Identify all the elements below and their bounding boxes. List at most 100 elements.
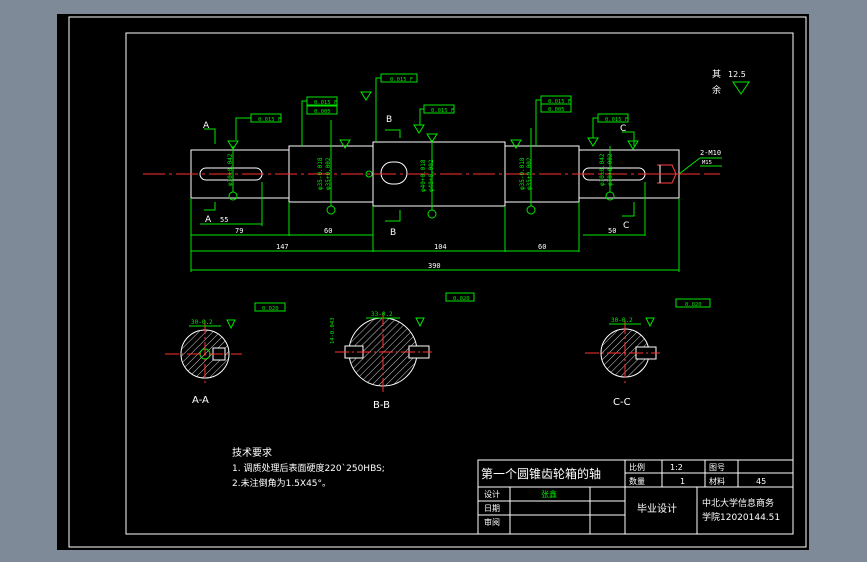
- section-view-a: 30-0.2 0.020 A-A: [165, 302, 286, 406]
- roughness-prefix: 其: [712, 69, 721, 80]
- roughness-suffix: 余: [712, 84, 721, 96]
- scale-label: 比例: [629, 462, 645, 472]
- cut-label-a-bottom: A: [205, 215, 212, 225]
- keyway-middle: [380, 161, 408, 185]
- section-c-title: C-C: [613, 397, 631, 408]
- leader-line: [235, 117, 251, 140]
- dim-60b: 60: [538, 243, 546, 251]
- tolerance-frame: [306, 105, 338, 115]
- dim-60a: 60: [324, 227, 332, 235]
- dim-55: 55: [220, 216, 228, 224]
- cut-label-c-bottom: C: [623, 221, 629, 231]
- dimension-values: 55 79 60 50 147 104 60 390 2-M10 M15: [220, 149, 721, 270]
- qty-label: 数量: [629, 476, 645, 486]
- school-line-1: 中北大学信息商务: [702, 497, 774, 509]
- roughness-symbol: [415, 317, 425, 328]
- roughness-value: 12.5: [728, 70, 746, 79]
- section-a-tol: 0.020: [262, 306, 279, 312]
- tolerance-value: 0.015 F: [258, 117, 281, 123]
- school-line-2: 学院12020144.51: [702, 511, 780, 523]
- diameter-label: φ35+0.002: [325, 157, 332, 190]
- diameter-label: φ40+0.002: [428, 159, 435, 192]
- section-cut-letters: A A B B C C: [203, 115, 629, 238]
- roughness-symbol: [510, 139, 522, 149]
- section-a-tol-frame: [254, 302, 286, 312]
- roughness-symbol: [339, 139, 351, 149]
- tolerance-value: 0.015 F: [314, 100, 337, 106]
- outer-border: [68, 16, 807, 548]
- leader-line: [375, 77, 381, 142]
- tolerance-value: 0.015 F: [431, 108, 454, 114]
- cut-label-b-top: B: [386, 115, 392, 125]
- section-b-key: 14-0.043: [330, 318, 336, 345]
- section-c-width: 30-0.2: [611, 317, 633, 324]
- leader-line: [592, 117, 598, 138]
- inner-border: [125, 32, 794, 535]
- cut-label-a-top: A: [203, 121, 210, 131]
- designer-name: 张鑫: [541, 489, 557, 499]
- tech-requirements: 技术要求 1. 调质处理后表面硬度220`250HBS; 2.未注倒角为1.5X…: [232, 446, 385, 489]
- roughness-symbol: [426, 133, 438, 143]
- diameter-label: φ30±0.042: [599, 153, 606, 186]
- dim-79: 79: [235, 227, 243, 235]
- tech-req-item-2: 2.未注倒角为1.5X45°。: [232, 477, 331, 489]
- center-hole-spec: 2-M10: [700, 149, 721, 157]
- diameter-label: φ30±0.042: [227, 153, 234, 186]
- diameter-label: φ40+0.018: [420, 159, 427, 192]
- roughness-symbol: [227, 140, 239, 150]
- project-label: 毕业设计: [637, 502, 677, 515]
- section-a-width: 30-0.2: [191, 319, 213, 326]
- section-cut-c-bottom: [622, 202, 635, 217]
- section-cut-b-bottom: [385, 210, 401, 222]
- leader-line: [535, 99, 541, 146]
- roughness-symbol: [360, 91, 372, 101]
- tolerance-texts: 0.015 F 0.015 F 0.005 0.015 F 0.015 F 0.…: [258, 77, 628, 123]
- drawing-no-label: 图号: [709, 463, 725, 472]
- material-value: 45: [756, 477, 766, 486]
- tolerance-value: 0.015 F: [548, 99, 571, 105]
- section-view-c: 30-0.2 0.020 C-C: [585, 298, 711, 408]
- tech-req-item-1: 1. 调质处理后表面硬度220`250HBS;: [232, 462, 385, 474]
- cut-label-c-top: C: [620, 124, 626, 134]
- roughness-symbol: [413, 124, 425, 134]
- section-b-width: 33-0.2: [371, 311, 393, 318]
- dim-50: 50: [608, 227, 616, 235]
- roughness-symbol: [627, 140, 639, 150]
- roughness-symbol: [226, 319, 236, 330]
- title-block: [477, 459, 794, 535]
- diameter-callouts: φ30±0.042 φ35-0.018 φ35+0.002 φ40+0.018 …: [227, 153, 614, 192]
- datum-marker: [365, 170, 373, 178]
- leader-line: [419, 108, 424, 125]
- hole-depth-spec: M15: [702, 160, 712, 166]
- tolerance-value: 0.005: [314, 109, 331, 115]
- tech-req-heading: 技术要求: [232, 446, 272, 459]
- title-block-texts: 第一个圆锥齿轮箱的轴 比例 1:2 图号 数量 1 材料 45 设计 张鑫 日期…: [481, 462, 780, 527]
- title-block-frame: [477, 459, 794, 535]
- material-label: 材料: [709, 476, 725, 486]
- section-c-tol-frame: [675, 298, 711, 308]
- part-title: 第一个圆锥齿轮箱的轴: [481, 466, 601, 481]
- date-label: 日期: [484, 504, 500, 513]
- datum-symbols: [190, 73, 750, 272]
- review-label: 审阅: [484, 517, 500, 527]
- scale-value: 1:2: [670, 463, 683, 472]
- section-cut-b-top: [385, 129, 401, 138]
- hole-leader: [678, 157, 722, 175]
- dim-390: 390: [428, 262, 441, 270]
- qty-value: 1: [680, 477, 685, 486]
- diameter-label: φ35+0.002: [526, 157, 533, 190]
- diameter-label: φ30+0.002: [607, 153, 614, 186]
- section-c-tol: 0.020: [685, 302, 702, 308]
- tolerance-value: 0.005: [548, 107, 565, 113]
- tolerance-frame: [540, 103, 572, 113]
- tolerance-value: 0.015 F: [605, 117, 628, 123]
- section-cut-a-top: [204, 128, 216, 144]
- tolerance-value: 0.015 F: [390, 77, 413, 83]
- leader-line: [301, 100, 307, 146]
- section-cut-c-top: [622, 131, 635, 146]
- section-b-title: B-B: [373, 400, 390, 411]
- diameter-label: φ35-0.018: [317, 157, 324, 190]
- cut-label-b-bottom: B: [390, 228, 396, 238]
- design-label: 设计: [484, 489, 500, 499]
